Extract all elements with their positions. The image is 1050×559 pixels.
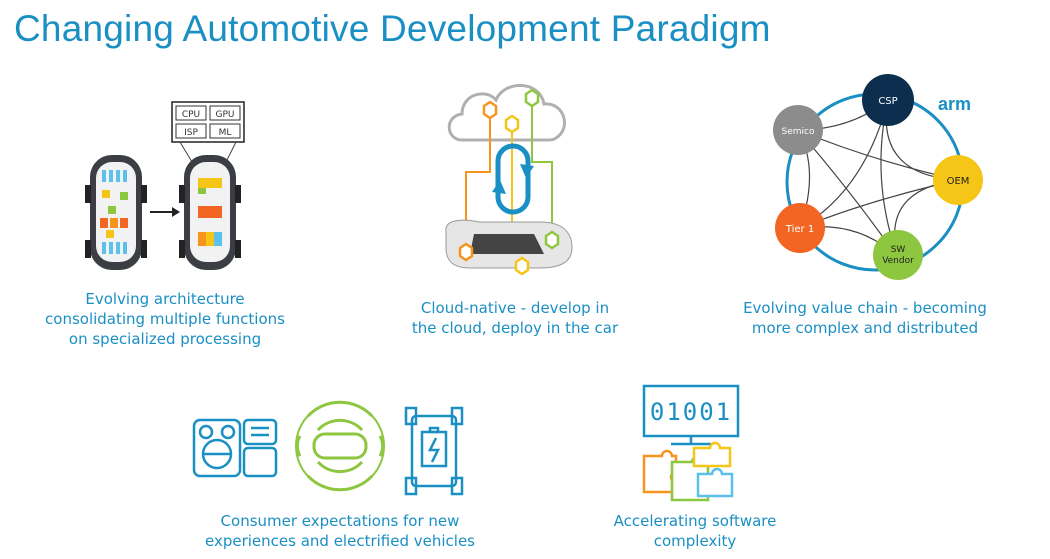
software-caption: Accelerating software complexity — [580, 511, 810, 551]
chip-label-ml: ML — [219, 128, 232, 138]
cloud-native-illustration — [445, 84, 573, 276]
value-chain-caption-line: Evolving value chain - becoming — [743, 299, 987, 317]
value-chain-node-tier1: Tier 1 — [775, 203, 825, 253]
architecture-caption: Evolving architecture consolidating mult… — [20, 289, 310, 349]
architecture-illustration: CPU GPU ISP ML — [85, 101, 245, 270]
binary-text: 01001 — [650, 398, 732, 426]
cloud-icon — [447, 84, 566, 142]
monitor-icon: 01001 — [642, 384, 740, 446]
value-chain-node-csp: CSP — [862, 74, 914, 126]
software-caption-line: Accelerating software — [613, 512, 777, 530]
sync-arrows-icon — [495, 143, 531, 215]
car-icon — [445, 219, 573, 269]
hexagon-icon — [544, 230, 560, 250]
cloud-caption-line: Cloud-native - develop in — [420, 299, 610, 317]
software-illustration: 01001 — [642, 384, 740, 502]
dashboard-icon — [192, 418, 278, 478]
cloud-caption: Cloud-native - develop in the cloud, dep… — [380, 298, 650, 338]
ev-battery-icon — [404, 406, 464, 496]
value-chain-node-oem: OEM — [933, 155, 983, 205]
chip-label-cpu: CPU — [182, 110, 200, 120]
hexagon-icon — [458, 242, 474, 262]
consumer-caption-line: Consumer expectations for new — [220, 512, 460, 530]
hexagon-icon — [514, 256, 530, 276]
puzzle-pieces-icon — [642, 441, 734, 502]
cloud-caption-line: the cloud, deploy in the car — [411, 319, 619, 337]
hexagon-icon — [504, 114, 520, 134]
consumer-caption-line: experiences and electrified vehicles — [205, 532, 475, 550]
svg-text:CSP: CSP — [878, 96, 897, 107]
car-before-icon — [85, 155, 147, 270]
hexagon-icon — [482, 100, 498, 120]
chip-box: CPU GPU ISP ML — [171, 101, 245, 163]
value-chain-node-semico: Semico — [773, 105, 823, 155]
car-after-icon — [179, 155, 241, 270]
value-chain-caption: Evolving value chain - becoming more com… — [720, 298, 1010, 338]
software-caption-line: complexity — [653, 532, 737, 550]
arm-logo: arm — [938, 94, 971, 114]
hexagon-icon — [524, 88, 540, 108]
chip-label-isp: ISP — [184, 128, 198, 138]
svg-text:Tier 1: Tier 1 — [785, 224, 814, 235]
svg-text:Semico: Semico — [782, 127, 815, 137]
svg-text:OEM: OEM — [947, 176, 970, 187]
architecture-caption-line: Evolving architecture — [85, 290, 245, 308]
chip-label-gpu: GPU — [216, 110, 235, 120]
consumer-illustration — [192, 400, 464, 496]
slide-title: Changing Automotive Development Paradigm — [14, 8, 771, 49]
architecture-caption-line: on specialized processing — [68, 330, 262, 348]
consumer-caption: Consumer expectations for new experience… — [180, 511, 500, 551]
value-chain-caption-line: more complex and distributed — [751, 319, 979, 337]
sensor-car-icon — [295, 400, 385, 492]
architecture-caption-line: consolidating multiple functions — [45, 310, 285, 328]
arrow-right-icon — [150, 207, 180, 217]
